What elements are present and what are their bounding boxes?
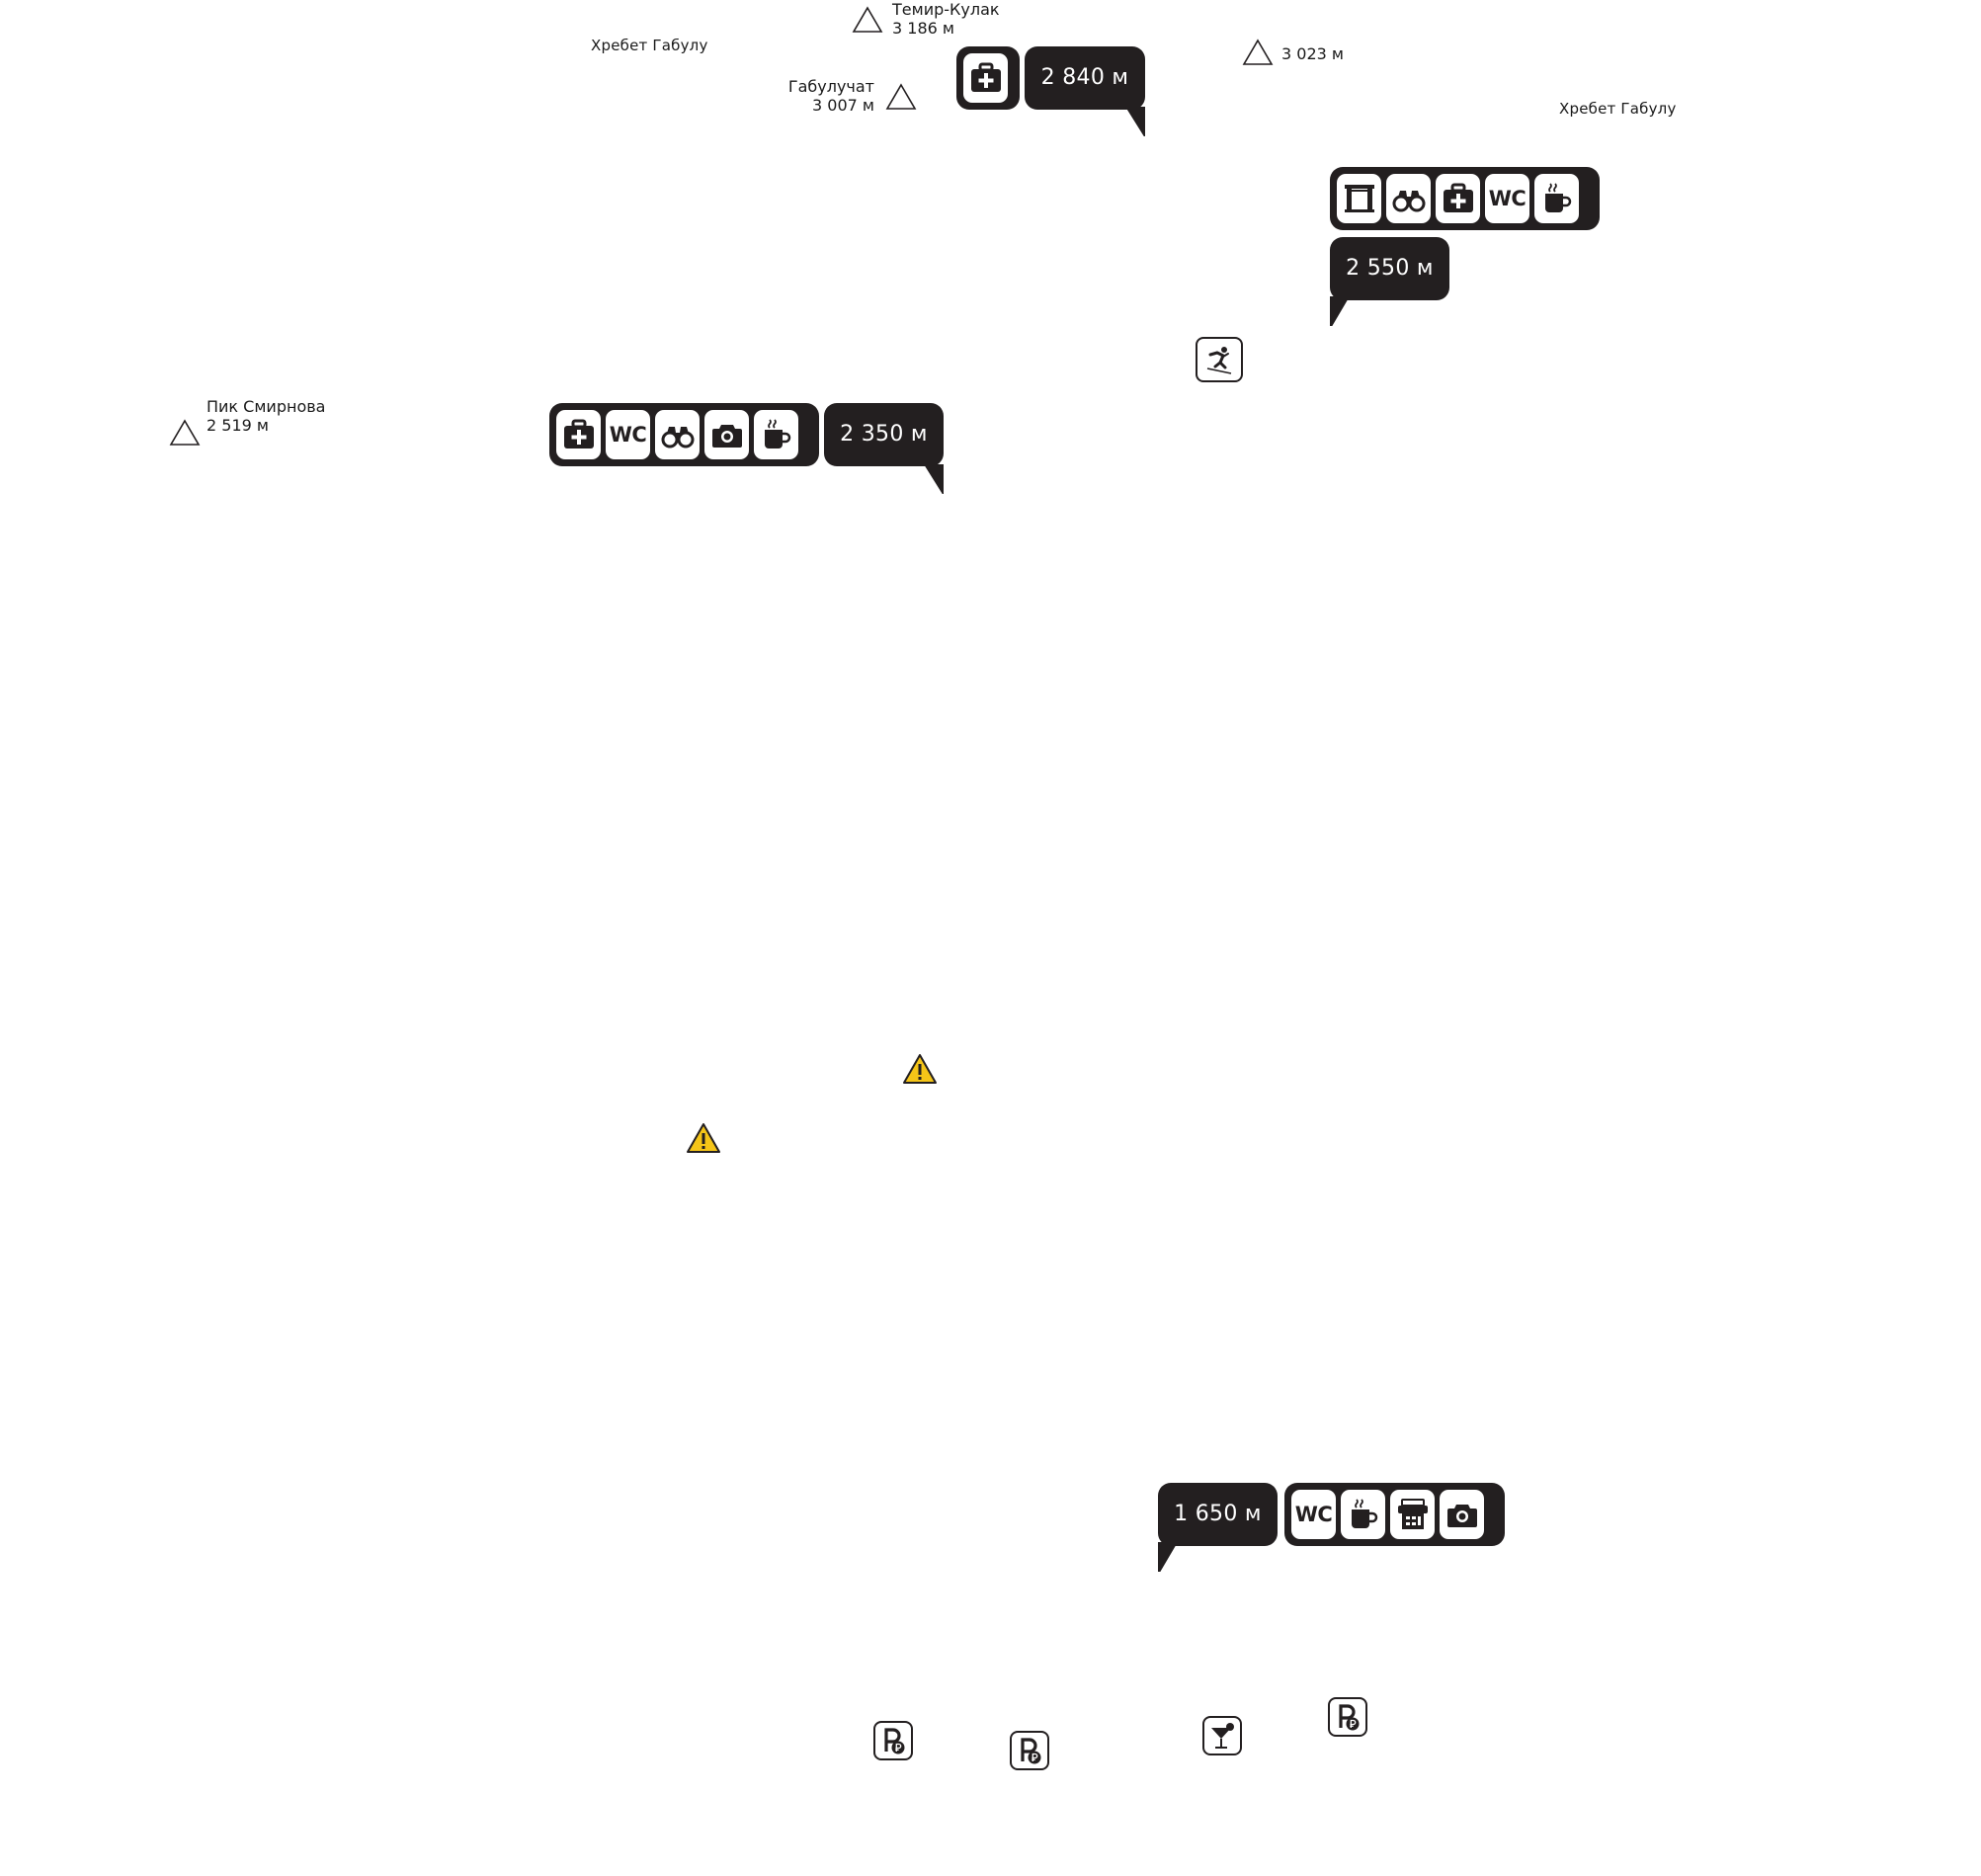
station-1650-elevation[interactable]: 1 650 м xyxy=(1158,1483,1278,1546)
peak-name: Пик Смирнова xyxy=(206,397,326,416)
binoculars-icon xyxy=(1391,181,1427,216)
wc-tile[interactable]: WC xyxy=(606,410,650,459)
parking-icon xyxy=(1332,1701,1363,1733)
station-2350-elevation[interactable]: 2 350 м xyxy=(824,403,944,466)
peak-smirnova: Пик Смирнова 2 519 м xyxy=(206,397,325,435)
bar-marker[interactable] xyxy=(1202,1716,1242,1755)
binoculars-icon xyxy=(660,417,696,452)
first-aid-icon xyxy=(1441,181,1476,216)
first-aid-tile[interactable] xyxy=(556,410,601,459)
coffee-icon xyxy=(1539,181,1575,216)
first-aid-tile[interactable] xyxy=(963,53,1008,103)
callout-tail xyxy=(1330,296,1350,326)
warning-icon[interactable] xyxy=(902,1053,938,1085)
parking-marker[interactable] xyxy=(1328,1697,1367,1737)
coffee-tile[interactable] xyxy=(1534,174,1579,223)
parking-icon xyxy=(1014,1735,1045,1766)
ridge-label: Хребет Габулу xyxy=(591,37,708,54)
station-2550-elevation[interactable]: 2 550 м xyxy=(1330,237,1449,300)
station-2550-amenities[interactable]: WC xyxy=(1330,167,1600,230)
parking-marker[interactable] xyxy=(1010,1731,1049,1770)
peak-elevation: 3 007 м xyxy=(812,96,874,115)
peak-icon xyxy=(1242,39,1274,66)
coffee-tile[interactable] xyxy=(1341,1490,1385,1539)
warning-icon[interactable] xyxy=(686,1122,721,1154)
camera-icon xyxy=(1444,1497,1480,1532)
ridge-label: Хребет Габулу xyxy=(1559,100,1677,118)
peak-temir-kulak: Темир-Кулак 3 186 м xyxy=(892,0,1000,38)
coffee-icon xyxy=(1346,1497,1381,1532)
peak-icon xyxy=(169,419,201,447)
station-2350-amenities[interactable]: WC xyxy=(549,403,819,466)
peak-name: Темир-Кулак xyxy=(892,0,1000,19)
binoculars-tile[interactable] xyxy=(1386,174,1431,223)
peak-elevation: 2 519 м xyxy=(206,416,269,435)
first-aid-tile[interactable] xyxy=(1436,174,1480,223)
station-2840-elevation[interactable]: 2 840 м xyxy=(1025,46,1145,110)
callout-tail xyxy=(1158,1542,1178,1572)
gate-icon xyxy=(1342,181,1377,216)
first-aid-icon xyxy=(561,417,597,452)
callout-tail xyxy=(924,464,944,494)
callout-tail xyxy=(1125,107,1145,136)
skier-fall-icon xyxy=(1203,344,1235,375)
peak-icon xyxy=(852,6,883,34)
peak-gabuluchat: Габулучат 3 007 м xyxy=(781,77,874,115)
first-aid-icon xyxy=(968,60,1004,96)
camera-tile[interactable] xyxy=(704,410,749,459)
coffee-icon xyxy=(759,417,794,452)
ticket-machine-icon xyxy=(1395,1497,1431,1532)
gate-tile[interactable] xyxy=(1337,174,1381,223)
cocktail-bar-icon xyxy=(1206,1720,1238,1752)
station-1650-amenities[interactable]: WC xyxy=(1284,1483,1505,1546)
ticket-machine-tile[interactable] xyxy=(1390,1490,1435,1539)
freeride-zone-marker[interactable] xyxy=(1196,337,1243,382)
parking-marker[interactable] xyxy=(873,1721,913,1760)
wc-tile[interactable]: WC xyxy=(1485,174,1529,223)
station-2840-amenities[interactable] xyxy=(956,46,1020,110)
coffee-tile[interactable] xyxy=(754,410,798,459)
peak-unnamed: 3 023 м xyxy=(1281,44,1344,63)
camera-icon xyxy=(709,417,745,452)
peak-elevation: 3 186 м xyxy=(892,19,954,38)
binoculars-tile[interactable] xyxy=(655,410,700,459)
peak-elevation: 3 023 м xyxy=(1281,44,1344,63)
wc-tile[interactable]: WC xyxy=(1291,1490,1336,1539)
peak-name: Габулучат xyxy=(787,77,874,96)
camera-tile[interactable] xyxy=(1440,1490,1484,1539)
peak-icon xyxy=(885,83,917,111)
parking-icon xyxy=(877,1725,909,1756)
